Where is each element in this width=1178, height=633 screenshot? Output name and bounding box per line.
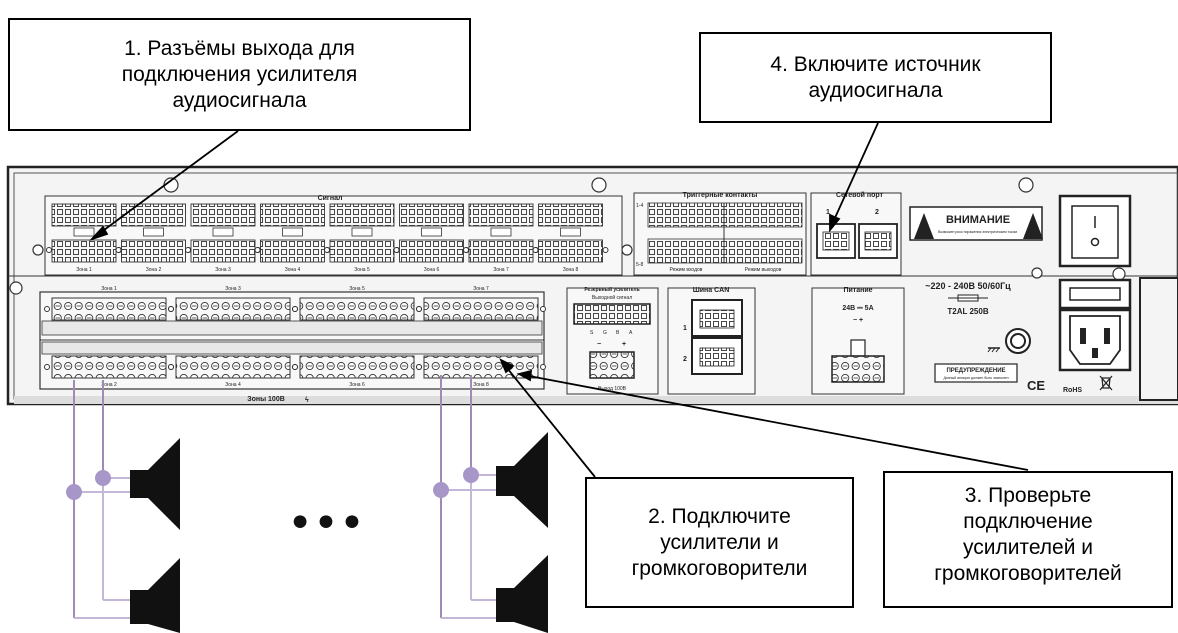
can-bus-section: Шина CAN 1 2 — [667, 287, 756, 395]
callout-1-output-connectors: 1. Разъёмы выхода для подключения усилит… — [8, 18, 471, 131]
network-port-section: Сетевой порт 1 2 — [810, 191, 902, 276]
output-zones-section: Зона 1 Зона 3 Зона 5 Зона 7 Зона 2 Зона 4 Зона… — [39, 286, 546, 404]
reserve-100v-label: Выход 100В — [598, 386, 627, 392]
voltage-symbol: ϟ — [305, 397, 309, 404]
rohs-mark: RoHS — [1063, 387, 1082, 394]
input-zone-block: Зона 4 — [254, 203, 331, 273]
input-zone-block: Зона 8 — [532, 203, 609, 273]
callout-arrows — [88, 122, 1029, 478]
input-zone-block: Зона 7 — [463, 203, 539, 273]
warning-label: ВНИМАНИЕ Возможен риск поражения электри… — [909, 206, 1043, 241]
input-zone-label: Зона 8 — [563, 267, 579, 273]
output-zone-block: Зона 1 — [44, 286, 174, 321]
ce-mark: CE — [1027, 378, 1045, 393]
reserve-amplifier-section: Резервный усилитель Выходной сигнал S G … — [566, 286, 659, 395]
fuse-holder — [1058, 278, 1132, 310]
input-zone-block: Зона 3 — [185, 203, 261, 273]
network-port-2-label: 2 — [875, 209, 879, 216]
svg-text:−: − — [597, 341, 601, 348]
output-zone-block: Зона 7 — [416, 286, 546, 321]
zones-100v-label: Зоны 100В — [247, 396, 285, 403]
input-zone-label: Зона 4 — [285, 267, 301, 273]
trigger-terminals-top — [647, 202, 803, 228]
fuse-rating: T2AL 250В — [947, 307, 988, 316]
power-header: Питание — [843, 287, 872, 294]
output-zone-label: Зона 7 — [473, 286, 489, 292]
input-zone-label: Зона 6 — [424, 267, 440, 273]
input-zone-label: Зона 1 — [76, 267, 92, 273]
input-zone-label: Зона 7 — [493, 267, 509, 273]
power-dc-rating: 24В ⎓ 5А — [842, 305, 873, 312]
power-switch — [1058, 194, 1132, 268]
network-port-1-label: 1 — [826, 209, 830, 216]
output-zone-label: Зона 4 — [225, 382, 241, 388]
speaker-icon — [130, 438, 180, 530]
output-zone-label: Зона 3 — [225, 286, 241, 292]
trigger-mode-out: Режим выходов — [745, 267, 782, 273]
network-header: Сетевой порт — [836, 191, 884, 199]
trigger-terminals-bottom — [647, 238, 803, 264]
reserve-pin-g: G — [603, 330, 607, 336]
weee-icon — [1099, 375, 1113, 391]
signal-input-section: Сигнал Зона 1 Зона 2 Зона 3 Зона 4 Зона 5 Зон… — [44, 195, 623, 276]
ground-terminal — [987, 328, 1031, 354]
reserve-output: Выходной сигнал — [592, 294, 632, 301]
output-zone-label: Зона 1 — [101, 286, 117, 292]
trigger-row-2: 5-8 — [636, 262, 643, 268]
output-zone-label: Зона 2 — [101, 382, 117, 388]
output-zone-label: Зона 5 — [349, 286, 365, 292]
more-speakers-ellipsis: ••• — [287, 498, 365, 549]
input-zone-block: Зона 2 — [115, 203, 192, 273]
reserve-signal-terminal — [573, 303, 651, 325]
input-zone-label: Зона 3 — [215, 267, 231, 273]
output-zone-label: Зона 8 — [473, 382, 489, 388]
reserve-pin-a: A — [629, 330, 633, 336]
output-zone-label: Зона 6 — [349, 382, 365, 388]
reserve-100v-terminal — [589, 351, 635, 379]
speaker-icon — [130, 558, 180, 633]
reserve-header: Резервный усилитель — [584, 286, 639, 293]
can-port-2-label: 2 — [683, 356, 687, 363]
trigger-contacts-section: Триггерные контакты 1-4 5-8 Режим входов… — [633, 192, 807, 276]
trigger-mode-in: Режим входов — [670, 267, 703, 273]
input-zone-block: Зона 5 — [324, 203, 400, 273]
precaution-title: ПРЕДУПРЕЖДЕНИЕ — [946, 368, 1005, 374]
svg-text:+: + — [622, 341, 626, 348]
power-dc-terminal — [831, 355, 885, 383]
output-zone-block: Зона 3 — [168, 286, 298, 321]
power-rating: ~220 - 240В 50/60Гц — [925, 281, 1011, 291]
reserve-pin-b: B — [616, 330, 620, 336]
callout-2-connect-speakers: 2. Подключите усилители и громкоговорите… — [585, 477, 854, 608]
trigger-header: Триггерные контакты — [683, 192, 758, 199]
output-zone-block: Зона 2 — [44, 355, 174, 388]
callout-4-enable-source: 4. Включите источник аудиосигнала — [699, 32, 1052, 123]
precaution-label: ПРЕДУПРЕЖДЕНИЕ Данный аппарат должен быт… — [934, 363, 1018, 383]
speaker-icon — [496, 432, 548, 528]
trigger-row-1: 1-4 — [636, 203, 643, 209]
warning-text: Возможен риск поражения электрическим то… — [938, 230, 1018, 234]
warning-title: ВНИМАНИЕ — [946, 214, 1010, 226]
input-zone-label: Зона 2 — [146, 267, 162, 273]
signal-header: Сигнал — [318, 195, 343, 202]
output-zone-block: Зона 5 — [292, 286, 422, 321]
wire-junctions — [66, 467, 479, 500]
power-inlet — [1058, 308, 1132, 372]
ground-bracket — [1139, 277, 1178, 401]
can-header: Шина CAN — [693, 287, 730, 294]
power-polarity: − + — [853, 317, 863, 324]
callout-3-check-connection: 3. Проверьте подключение усилителей и гр… — [883, 471, 1173, 608]
input-zone-label: Зона 5 — [354, 267, 370, 273]
speaker-icon — [496, 555, 548, 633]
reserve-pin-s: S — [590, 330, 594, 336]
power-dc-section: Питание 24В ⎓ 5А − + — [811, 287, 905, 395]
precaution-text: Данный аппарат должен быть заземлен — [943, 376, 1008, 380]
can-port-1-label: 1 — [683, 325, 687, 332]
